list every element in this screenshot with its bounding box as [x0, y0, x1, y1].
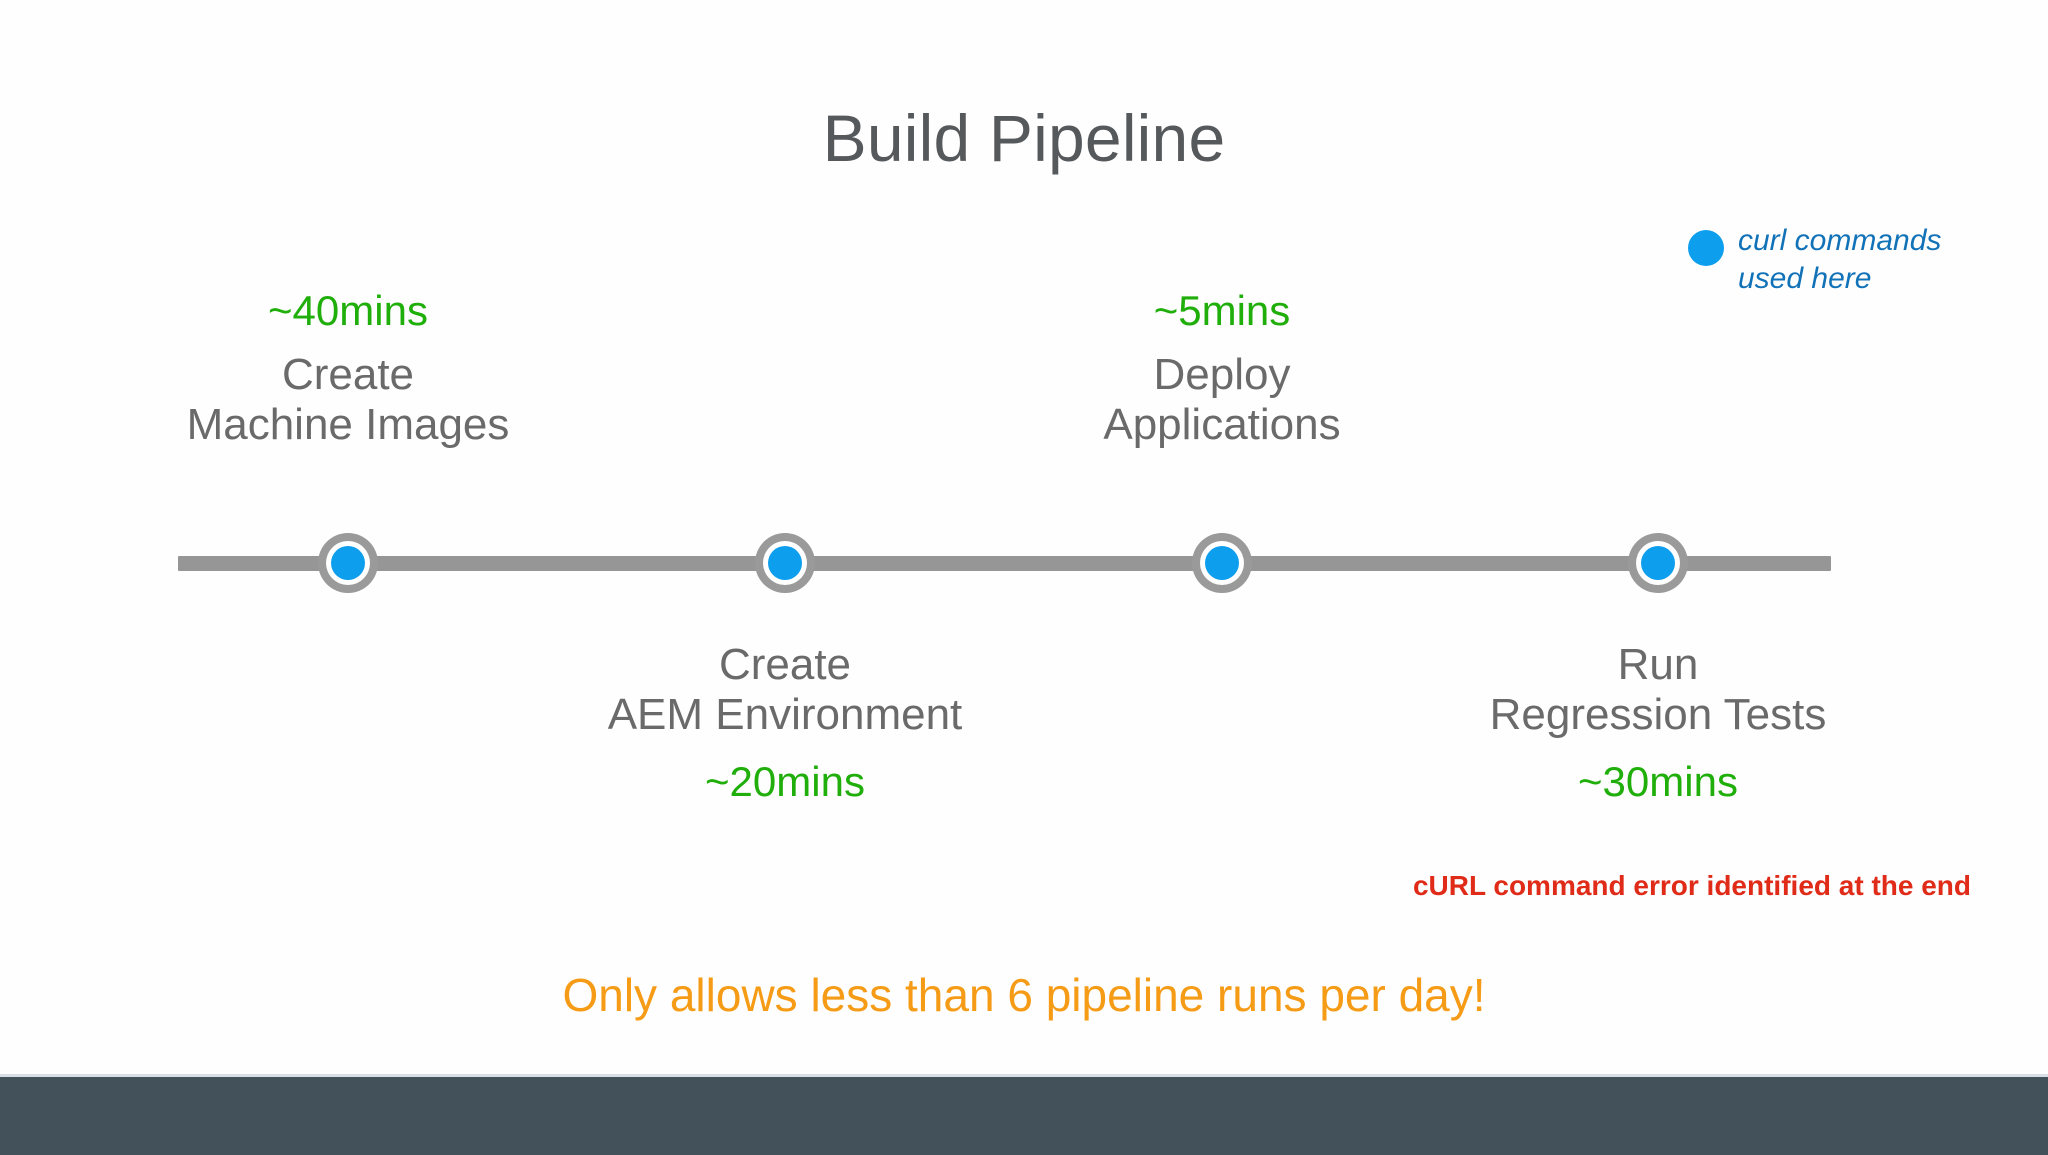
node-gap	[1200, 541, 1244, 585]
page-title: Build Pipeline	[822, 101, 1226, 176]
milestone-run-regression-tests: Run Regression Tests ~30mins	[1398, 640, 1918, 809]
milestone-label: Run Regression Tests	[1489, 640, 1827, 740]
milestone-deploy-applications: ~5mins Deploy Applications	[962, 285, 1482, 450]
milestone-create-aem-environment: Create AEM Environment ~20mins	[525, 640, 1045, 809]
milestone-label: Deploy Applications	[1103, 349, 1341, 449]
node-dot-icon	[768, 546, 802, 580]
footer-bar	[0, 1074, 2048, 1155]
timeline-track	[178, 556, 1831, 571]
node-dot-icon	[1641, 546, 1675, 580]
node-dot-icon	[331, 546, 365, 580]
milestone-label: Create Machine Images	[186, 349, 510, 449]
legend: curl commands used here	[1688, 222, 1941, 297]
node-dot-icon	[1205, 546, 1239, 580]
milestone-duration: ~20mins	[705, 758, 865, 806]
timeline-node-3[interactable]	[1192, 533, 1252, 593]
milestone-label: Create AEM Environment	[607, 640, 963, 740]
blue-dot-icon	[1688, 230, 1724, 266]
node-gap	[1636, 541, 1680, 585]
error-note: cURL command error identified at the end	[1412, 870, 1972, 901]
legend-label: curl commands used here	[1738, 224, 1942, 295]
node-gap	[763, 541, 807, 585]
milestone-create-machine-images: ~40mins Create Machine Images	[88, 285, 608, 450]
milestone-duration: ~5mins	[1153, 287, 1291, 334]
timeline-node-1[interactable]	[318, 533, 378, 593]
timeline-node-4[interactable]	[1628, 533, 1688, 593]
limit-note: Only allows less than 6 pipeline runs pe…	[562, 969, 1486, 1021]
milestone-duration: ~40mins	[268, 287, 428, 334]
timeline-node-2[interactable]	[755, 533, 815, 593]
node-gap	[326, 541, 370, 585]
milestone-duration: ~30mins	[1578, 758, 1738, 806]
